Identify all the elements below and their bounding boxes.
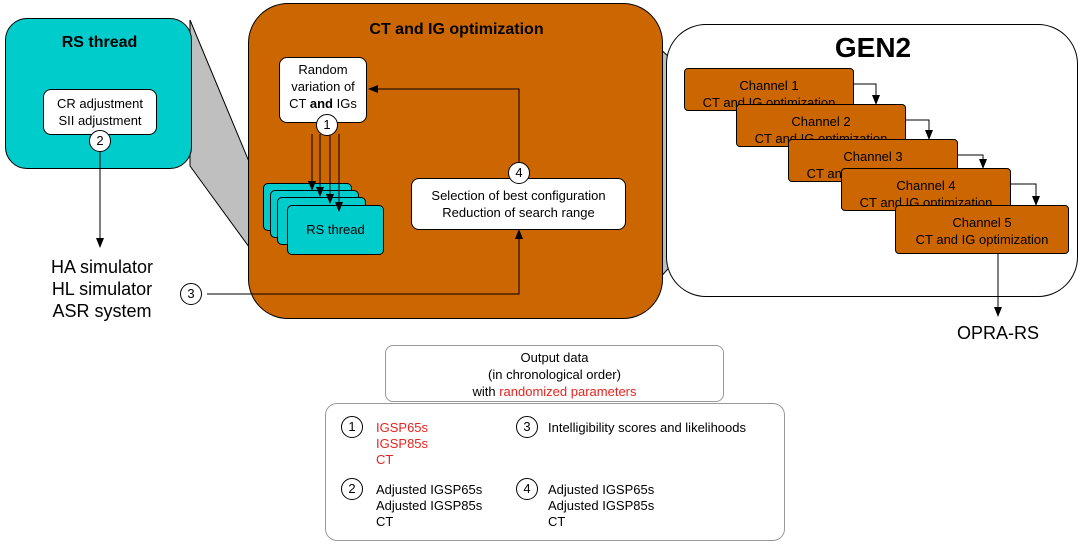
rs-card-label: RS thread xyxy=(306,222,365,237)
simulator-outputs: HA simulator HL simulator ASR system xyxy=(22,256,182,322)
opra-rs-label: OPRA-RS xyxy=(956,323,1039,343)
random-line-3: CT and IGs xyxy=(280,95,366,112)
output-ha-simulator: HA simulator xyxy=(50,257,154,277)
channel-card-1: Channel 1 CT and IG optimization xyxy=(684,68,854,111)
legend-box xyxy=(325,403,785,541)
legend-item-1: IGSP65s IGSP85s CT xyxy=(376,420,428,468)
legend-item-4: Adjusted IGSP65s Adjusted IGSP85s CT xyxy=(548,482,654,530)
output-data-line-2: (in chronological order) xyxy=(488,367,621,382)
output-hl-simulator: HL simulator xyxy=(51,279,153,299)
channel-card-4: Channel 4 CT and IG optimization xyxy=(841,168,1011,211)
legend-2-line-1: Adjusted IGSP65s xyxy=(376,482,483,497)
legend-4-line-2: Adjusted IGSP85s xyxy=(548,498,655,513)
random-line-2: variation of xyxy=(291,79,355,94)
gen2-title: GEN2 xyxy=(834,32,912,63)
legend-3-line-1: Intelligibility scores and likelihoods xyxy=(548,420,746,435)
legend-marker-4: 4 xyxy=(516,478,538,500)
legend-1-line-3: CT xyxy=(376,452,394,467)
ct-ig-optimization-panel: CT and IG optimization Random variation … xyxy=(248,3,663,319)
selection-line-2: Reduction of search range xyxy=(442,205,595,220)
output-data-line-1: Output data xyxy=(520,350,589,365)
ct-panel-title: CT and IG optimization xyxy=(369,21,544,38)
legend-marker-3: 3 xyxy=(516,416,538,438)
output-data-box: Output data (in chronological order) wit… xyxy=(385,345,724,402)
legend-2-line-2: Adjusted IGSP85s xyxy=(376,498,483,513)
random-line-1: Random xyxy=(298,62,348,77)
channel-name: Channel 2 xyxy=(791,114,851,129)
step-marker-1: 1 xyxy=(316,114,338,136)
step-marker-3: 3 xyxy=(180,283,202,305)
random-and-text: and xyxy=(309,96,333,111)
rs-adjustment-box: CR adjustment SII adjustment xyxy=(43,89,157,135)
rs-box-line-1: CR adjustment xyxy=(57,96,143,111)
legend-marker-2: 2 xyxy=(341,478,363,500)
step-marker-4: 4 xyxy=(508,162,530,184)
step-marker-2: 2 xyxy=(89,130,111,152)
legend-item-3: Intelligibility scores and likelihoods xyxy=(548,420,746,436)
channel-desc: CT and IG optimization xyxy=(915,232,1049,247)
legend-item-2: Adjusted IGSP65s Adjusted IGSP85s CT xyxy=(376,482,482,530)
legend-1-line-2: IGSP85s xyxy=(376,436,429,451)
output-data-line-3: with randomized parameters xyxy=(386,383,723,400)
rs-box-line-2: SII adjustment xyxy=(58,113,142,128)
selection-line-1: Selection of best configuration xyxy=(431,188,606,203)
randomized-parameters-text: randomized parameters xyxy=(499,384,637,399)
channel-name: Channel 1 xyxy=(739,78,799,93)
output-asr-system: ASR system xyxy=(52,301,152,321)
channel-name: Channel 5 xyxy=(952,215,1012,230)
channel-name: Channel 3 xyxy=(843,149,903,164)
random-variation-box: Random variation of CT and IGs xyxy=(279,57,367,123)
random-igs-text: IGs xyxy=(333,96,357,111)
random-ct-text: CT xyxy=(289,96,310,111)
output-with-text: with xyxy=(472,384,500,399)
legend-1-line-1: IGSP65s xyxy=(376,420,429,435)
legend-4-line-1: Adjusted IGSP65s xyxy=(548,482,655,497)
legend-marker-1: 1 xyxy=(341,416,363,438)
channel-name: Channel 4 xyxy=(896,178,956,193)
legend-4-line-3: CT xyxy=(548,514,566,529)
channel-card-5: Channel 5 CT and IG optimization xyxy=(895,205,1069,254)
rs-thread-card-front: RS thread xyxy=(287,205,384,255)
rs-panel-title: RS thread xyxy=(61,34,138,51)
legend-2-line-3: CT xyxy=(376,514,394,529)
